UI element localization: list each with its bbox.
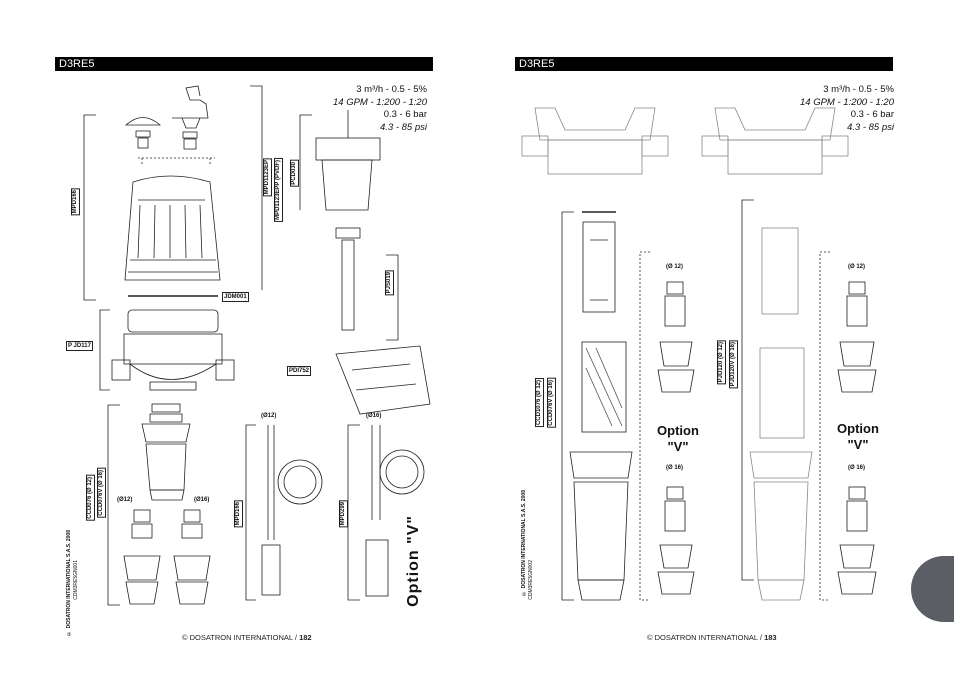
right-dosing-a xyxy=(569,211,633,601)
option-word: Option xyxy=(657,423,699,438)
left-dosing-part xyxy=(141,403,191,501)
left-bracket xyxy=(335,345,431,415)
section-header: D3RE5 xyxy=(515,57,893,71)
page-number: 182 xyxy=(299,633,312,642)
spec-block: 3 m³/h - 0.5 - 5% 14 GPM - 1:200 - 1:20 … xyxy=(800,84,894,134)
diameter-12: (Ø 12) xyxy=(666,264,684,270)
right-dosing-b xyxy=(749,227,813,601)
diameter-12: (Ø12) xyxy=(261,413,277,419)
left-motor-body xyxy=(111,309,235,391)
spec-bar: 0.3 - 6 bar xyxy=(383,109,427,120)
right-page: D3RE5 3 m³/h - 0.5 - 5% 14 GPM - 1:200 -… xyxy=(477,0,954,683)
diameter-12: (Ø12) xyxy=(117,497,133,503)
diameter-16: (Ø16) xyxy=(194,497,210,503)
spec-flow: 3 m³/h - 0.5 - 5% xyxy=(823,84,894,95)
page-footer: © DOSATRON INTERNATIONAL / 182 xyxy=(182,633,312,642)
option-letter: "V" xyxy=(667,439,689,454)
spec-gpm: 14 GPM - 1:200 - 1:20 xyxy=(333,96,427,108)
left-tubing xyxy=(261,425,425,597)
left-page: D3RE5 3 m³/h - 0.5 - 5% 14 GPM - 1:200 -… xyxy=(55,57,433,642)
left-callout-lines xyxy=(83,85,399,606)
right-option-fittings xyxy=(657,281,877,595)
right-pump-heads xyxy=(521,107,849,175)
spec-psi: 4.3 - 85 psi xyxy=(380,121,427,133)
footer-text: © DOSATRON INTERNATIONAL / xyxy=(182,633,300,642)
spec-bar: 0.3 - 6 bar xyxy=(850,109,894,120)
left-bell-housing xyxy=(124,175,221,297)
option-v-label: Option "V" xyxy=(831,421,885,453)
option-letter: "V" xyxy=(847,437,869,452)
part-label-jdm: JDM001 xyxy=(222,292,249,302)
left-suction-assembly xyxy=(315,110,381,331)
spec-flow: 3 m³/h - 0.5 - 5% xyxy=(356,84,427,95)
footer-text: © DOSATRON INTERNATIONAL / xyxy=(647,633,765,642)
diameter-16: (Ø16) xyxy=(366,413,382,419)
spec-gpm: 14 GPM - 1:200 - 1:20 xyxy=(800,96,894,108)
part-label-pjd117: P JD117 xyxy=(66,341,93,351)
section-header: D3RE5 xyxy=(55,57,433,71)
spec-block: 3 m³/h - 0.5 - 5% 14 GPM - 1:200 - 1:20 … xyxy=(333,84,427,134)
spec-psi: 4.3 - 85 psi xyxy=(847,121,894,133)
option-v-label: Option "V" xyxy=(651,423,705,455)
right-callout-lines xyxy=(561,199,830,601)
option-word: Option xyxy=(837,421,879,436)
page-footer: © DOSATRON INTERNATIONAL / 183 xyxy=(647,633,777,642)
diameter-16: (Ø 16) xyxy=(848,465,866,471)
page-number: 183 xyxy=(764,633,777,642)
diameter-16: (Ø 16) xyxy=(666,465,684,471)
diameter-12: (Ø 12) xyxy=(848,264,866,270)
left-fittings xyxy=(123,509,211,605)
part-label-pdi: PDI752 xyxy=(287,366,312,376)
left-injector-head xyxy=(124,85,215,165)
